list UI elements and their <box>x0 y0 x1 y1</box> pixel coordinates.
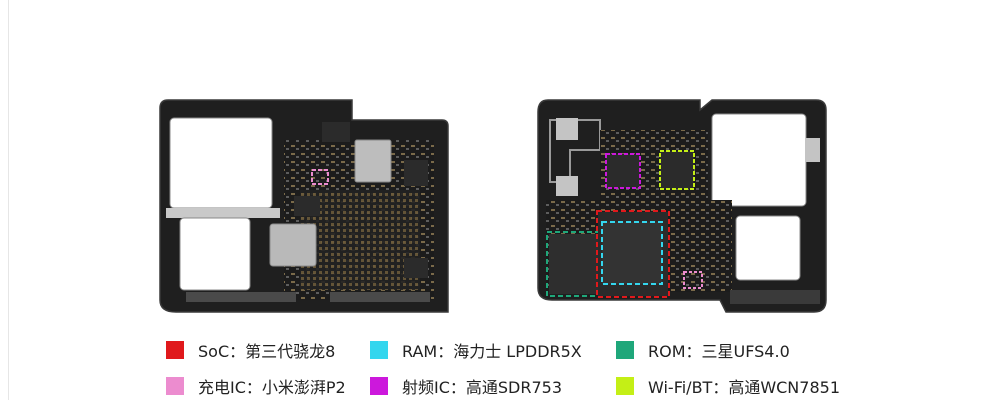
legend-swatch-wifi-bt <box>616 377 634 395</box>
legend-item-rf-ic: 射频IC：高通SDR753 <box>370 374 562 398</box>
left-motherboard <box>159 99 449 313</box>
legend-label-soc: SoC：第三代骁龙8 <box>198 342 336 361</box>
legend-item-rom: ROM：三星UFS4.0 <box>616 338 790 362</box>
legend-label-ram: RAM：海力士 LPDDR5X <box>402 342 582 361</box>
legend-label-rom: ROM：三星UFS4.0 <box>648 342 790 361</box>
legend-label-rf-ic: 射频IC：高通SDR753 <box>402 378 563 397</box>
right-motherboard <box>537 99 827 313</box>
legend-label-charging-ic: 充电IC：小米澎湃P2 <box>198 378 346 397</box>
legend-label-wifi-bt: Wi-Fi/BT：高通WCN7851 <box>648 378 840 397</box>
legend-item-wifi-bt: Wi-Fi/BT：高通WCN7851 <box>616 374 840 398</box>
motherboard-photos <box>159 99 827 313</box>
legend-swatch-soc <box>166 341 184 359</box>
legend-swatch-rom <box>616 341 634 359</box>
left-frame-line <box>8 0 9 400</box>
legend-swatch-ram <box>370 341 388 359</box>
legend-item-ram: RAM：海力士 LPDDR5X <box>370 338 582 362</box>
legend: SoC：第三代骁龙8 RAM：海力士 LPDDR5X ROM：三星UFS4.0 … <box>0 330 1000 400</box>
legend-item-soc: SoC：第三代骁龙8 <box>166 338 335 362</box>
legend-item-charging-ic: 充电IC：小米澎湃P2 <box>166 374 346 398</box>
legend-swatch-charging-ic <box>166 377 184 395</box>
legend-swatch-rf-ic <box>370 377 388 395</box>
